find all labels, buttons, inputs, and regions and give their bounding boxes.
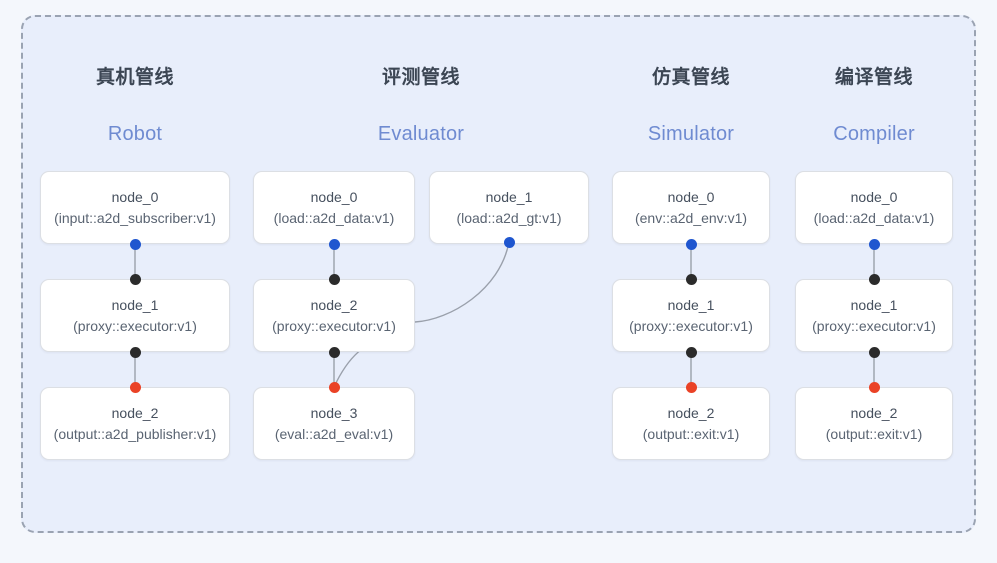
node-type-label: (output::exit:v1) <box>642 425 740 442</box>
node-id-label: node_3 <box>310 404 358 421</box>
port-dot-output-icon[interactable] <box>685 238 697 250</box>
node-type-label: (load::a2d_data:v1) <box>273 209 395 226</box>
port-dot-output-icon[interactable] <box>129 346 141 358</box>
node-type-label: (output::exit:v1) <box>825 425 923 442</box>
port-dot-output-icon[interactable] <box>503 236 515 248</box>
node-box-simulator-node_2[interactable]: node_2(output::exit:v1) <box>612 387 770 460</box>
port-dot-terminal-icon[interactable] <box>328 381 340 393</box>
node-id-label: node_0 <box>111 188 159 205</box>
port-dot-input-icon[interactable] <box>685 273 697 285</box>
column-title-evaluator: 评测管线 <box>381 67 460 88</box>
node-id-label: node_0 <box>310 188 358 205</box>
node-type-label: (proxy::executor:v1) <box>629 317 753 334</box>
node-box-robot-node_2[interactable]: node_2(output::a2d_publisher:v1) <box>40 387 230 460</box>
node-id-label: node_2 <box>310 296 358 313</box>
node-type-label: (env::a2d_env:v1) <box>634 209 748 226</box>
node-box-compiler-node_2[interactable]: node_2(output::exit:v1) <box>795 387 953 460</box>
port-dot-terminal-icon[interactable] <box>685 381 697 393</box>
port-dot-output-icon[interactable] <box>328 238 340 250</box>
node-id-label: node_0 <box>850 188 898 205</box>
column-subtitle-compiler: Compiler <box>833 123 915 145</box>
node-box-compiler-node_0[interactable]: node_0(load::a2d_data:v1) <box>795 171 953 244</box>
node-box-evaluator-node_2[interactable]: node_2(proxy::executor:v1) <box>253 279 415 352</box>
column-subtitle-robot: Robot <box>107 123 163 145</box>
pipeline-column-robot: 真机管线 Robot <box>40 0 230 563</box>
column-title-compiler: 编译管线 <box>834 67 913 88</box>
node-id-label: node_1 <box>667 296 715 313</box>
node-type-label: (proxy::executor:v1) <box>73 317 197 334</box>
port-dot-output-icon[interactable] <box>129 238 141 250</box>
port-dot-input-icon[interactable] <box>129 273 141 285</box>
node-type-label: (load::a2d_gt:v1) <box>456 209 562 226</box>
node-id-label: node_2 <box>850 404 898 421</box>
pipeline-column-evaluator: 评测管线 Evaluator <box>253 0 589 563</box>
node-box-simulator-node_0[interactable]: node_0(env::a2d_env:v1) <box>612 171 770 244</box>
node-id-label: node_0 <box>667 188 715 205</box>
port-dot-output-icon[interactable] <box>868 346 880 358</box>
node-id-label: node_2 <box>111 404 159 421</box>
pipeline-column-simulator: 仿真管线 Simulator <box>612 0 770 563</box>
port-dot-terminal-icon[interactable] <box>129 381 141 393</box>
node-id-label: node_2 <box>667 404 715 421</box>
port-dot-output-icon[interactable] <box>328 346 340 358</box>
port-dot-output-icon[interactable] <box>685 346 697 358</box>
node-type-label: (input::a2d_subscriber:v1) <box>54 209 216 226</box>
node-box-robot-node_0[interactable]: node_0(input::a2d_subscriber:v1) <box>40 171 230 244</box>
node-box-robot-node_1[interactable]: node_1(proxy::executor:v1) <box>40 279 230 352</box>
pipeline-column-compiler: 编译管线 Compiler <box>795 0 953 563</box>
node-type-label: (eval::a2d_eval:v1) <box>274 425 394 442</box>
node-box-simulator-node_1[interactable]: node_1(proxy::executor:v1) <box>612 279 770 352</box>
node-box-compiler-node_1[interactable]: node_1(proxy::executor:v1) <box>795 279 953 352</box>
column-title-robot: 真机管线 <box>95 67 174 88</box>
node-id-label: node_1 <box>111 296 159 313</box>
node-type-label: (proxy::executor:v1) <box>812 317 936 334</box>
port-dot-terminal-icon[interactable] <box>868 381 880 393</box>
column-title-simulator: 仿真管线 <box>651 67 730 88</box>
node-id-label: node_1 <box>485 188 533 205</box>
node-id-label: node_1 <box>850 296 898 313</box>
node-box-evaluator-node_0[interactable]: node_0(load::a2d_data:v1) <box>253 171 415 244</box>
node-box-evaluator-node_3[interactable]: node_3(eval::a2d_eval:v1) <box>253 387 415 460</box>
node-type-label: (proxy::executor:v1) <box>272 317 396 334</box>
column-subtitle-simulator: Simulator <box>647 123 735 145</box>
node-box-evaluator-node_1[interactable]: node_1(load::a2d_gt:v1) <box>429 171 589 244</box>
column-subtitle-evaluator: Evaluator <box>377 123 465 145</box>
port-dot-output-icon[interactable] <box>868 238 880 250</box>
node-type-label: (output::a2d_publisher:v1) <box>53 425 217 442</box>
node-type-label: (load::a2d_data:v1) <box>813 209 935 226</box>
port-dot-input-icon[interactable] <box>868 273 880 285</box>
port-dot-input-icon[interactable] <box>328 273 340 285</box>
